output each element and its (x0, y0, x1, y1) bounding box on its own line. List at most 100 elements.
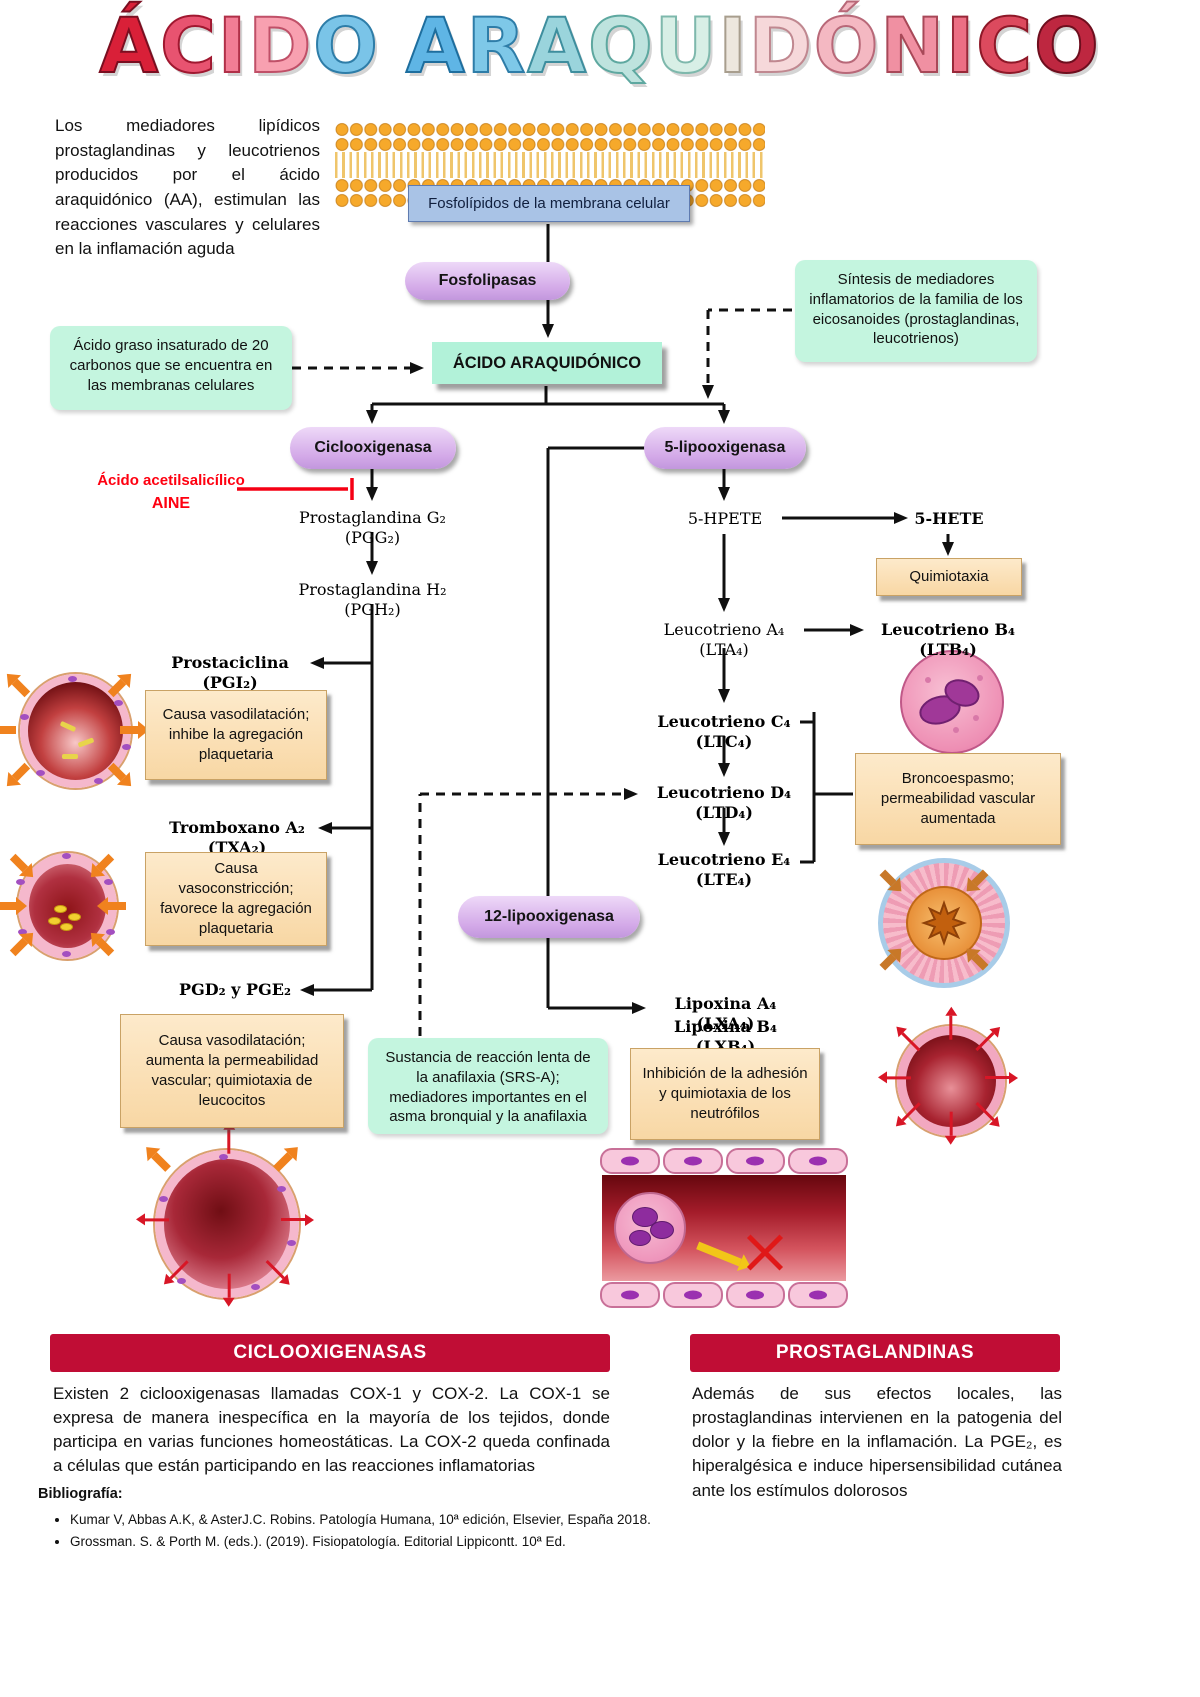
ciclooxigenasa-pill: Ciclooxigenasa (290, 427, 456, 469)
aspirina-label: Ácido acetilsalicílico (97, 472, 245, 489)
red-arrow-icon (281, 1218, 305, 1222)
endothelial-cell (600, 1282, 660, 1308)
endothelium-dot (62, 853, 71, 859)
platelet (60, 923, 73, 931)
vasodilation-vessel-illustration (0, 662, 143, 800)
ciclooxigenasas-header: CICLOOXIGENASAS (50, 1334, 610, 1372)
endothelium-dot (20, 714, 29, 720)
prostaglandinas-body: Además de sus efectos locales, las prost… (692, 1384, 1062, 1500)
orange-arrow-icon (11, 678, 31, 698)
membrane-label-box: Fosfolípidos de la membrana celular (408, 185, 690, 222)
endothelium-dot (94, 778, 103, 784)
lipooxigenasa12-pill: 12-lipooxigenasa (458, 896, 640, 938)
vasoconstriction-vessel-illustration (0, 845, 126, 967)
lte4-label: Leucotrieno E₄ (LTE₄) (657, 850, 791, 889)
bibliography-item: Grossman. S. & Porth M. (eds.). (2019). … (70, 1534, 790, 1549)
pgg2-label: Prostaglandina G₂ (PGG₂) (299, 508, 446, 547)
endothelial-cell (600, 1148, 660, 1174)
sintesis-note-box: Síntesis de mediadores inflamatorios de … (795, 260, 1037, 362)
leukocyte-cell-illustration (898, 648, 1006, 756)
bibliography-list: Kumar V, Abbas A.K, & AsterJ.C. Robins. … (70, 1512, 790, 1556)
orange-arrow-icon (11, 762, 31, 782)
endothelium-dot (68, 676, 77, 682)
acido-araquidonico-box: ÁCIDO ARAQUIDÓNICO (432, 342, 662, 384)
orange-arrow-icon (95, 937, 115, 957)
bronchus-lumen (920, 899, 968, 947)
red-arrow-icon (949, 1111, 953, 1136)
endothelium-dot (287, 1240, 296, 1246)
acido-graso-note-box: Ácido graso insaturado de 20 carbonos qu… (50, 326, 292, 410)
lipooxigenasa5-pill: 5-lipooxigenasa (644, 427, 806, 469)
txa2-effect-box: Causa vasoconstricción; favorece la agre… (145, 852, 327, 946)
endothelium-dot (114, 700, 123, 706)
pgh2-label: Prostaglandina H₂ (PGH₂) (298, 580, 447, 619)
quimiotaxia-box: Quimiotaxia (876, 558, 1022, 596)
orange-arrow-icon (108, 902, 126, 910)
pgi2-effect-box: Causa vasodilatación; inhibe la agregaci… (145, 690, 327, 780)
srsa-box: Sustancia de reacción lenta de la anafil… (368, 1038, 608, 1134)
red-arrow-icon (145, 1218, 169, 1222)
red-arrow-icon (227, 1273, 231, 1298)
red-arrow-icon (949, 1015, 953, 1040)
lxa4-label: Lipoxina A₄ (LXA₄) (674, 994, 777, 1033)
ltb4-label: Leucotrieno B₄ (LTB₄) (881, 620, 1015, 659)
endothelial-cell (662, 1282, 723, 1308)
bibliography-item: Kumar V, Abbas A.K, & AsterJ.C. Robins. … (70, 1512, 790, 1527)
bronchospasm-illustration (878, 858, 1010, 988)
page-title: ÁCIDO ARAQUIDÓNICO (98, 1, 1101, 90)
fosfolipasas-pill: Fosfolipasas (405, 262, 570, 300)
orange-arrow-icon (0, 726, 16, 734)
endothelium-dot (277, 1186, 286, 1192)
endothelial-cell (788, 1282, 848, 1308)
ltd4-label: Leucotrieno D₄ (LTD₄) (656, 783, 792, 822)
nucleus-lobe (632, 1207, 658, 1227)
endothelium-dot (177, 1278, 186, 1284)
hpete-label: 5-HPETE (687, 509, 763, 528)
pgd2-pge2-label: PGD₂ y PGE₂ (179, 980, 291, 999)
endothelium-dot (62, 951, 71, 957)
endothelium-dot (16, 879, 25, 885)
bibliography-title: Bibliografía: (38, 1486, 123, 1502)
endothelial-cell (788, 1148, 848, 1174)
endothelium-dot (122, 744, 131, 750)
endothelium-row (600, 1148, 848, 1174)
endothelium-row (600, 1282, 848, 1308)
broncoespasmo-box: Broncoespasmo; permeabilidad vascular au… (855, 753, 1061, 845)
phospholipid-heads-row (335, 122, 765, 137)
red-arrow-icon (227, 1129, 231, 1154)
orange-arrow-icon (9, 853, 29, 873)
neutrophil-adhesion-illustration (600, 1148, 848, 1308)
hete-label: 5-HETE (914, 509, 984, 528)
orange-arrow-icon (273, 1152, 293, 1172)
orange-arrow-icon (120, 726, 138, 734)
orange-arrow-icon (107, 762, 127, 782)
ltc4-label: Leucotrieno C₄ (LTC₄) (657, 712, 791, 751)
orange-arrow-icon (9, 937, 29, 957)
intro-paragraph: Los mediadores lipídicos prostaglandinas… (55, 116, 320, 259)
endothelium-dot (106, 929, 115, 935)
endothelium-dot (251, 1284, 260, 1290)
nucleus-lobe (650, 1221, 674, 1239)
endothelium-dot (159, 1196, 168, 1202)
orange-arrow-icon (95, 853, 115, 873)
platelet (54, 905, 67, 913)
endothelium-dot (219, 1154, 228, 1160)
inhibicion-box: Inhibición de la adhesión y quimiotaxia … (630, 1048, 820, 1140)
neutrophil-cell (614, 1192, 686, 1264)
orange-arrow-icon (0, 902, 16, 910)
permeability-vessel-illustration (143, 1129, 311, 1310)
aine-label: AINE (151, 495, 191, 512)
endothelium-dot (104, 879, 113, 885)
orange-arrow-icon (151, 1152, 171, 1172)
endothelial-cell (662, 1148, 723, 1174)
cell-nucleus (919, 675, 983, 733)
red-arrow-icon (887, 1076, 911, 1080)
platelet-rod (62, 754, 78, 759)
prostaglandinas-header: PROSTAGLANDINAS (690, 1334, 1060, 1372)
vascular-permeability-illustration (885, 1014, 1017, 1148)
pgde-effect-box: Causa vasodilatación; aumenta la permeab… (120, 1014, 344, 1128)
pgi2-label: Prostaciclina (PGI₂) (171, 653, 289, 692)
nucleus-lobe (629, 1230, 651, 1246)
endothelial-cell (725, 1282, 786, 1308)
